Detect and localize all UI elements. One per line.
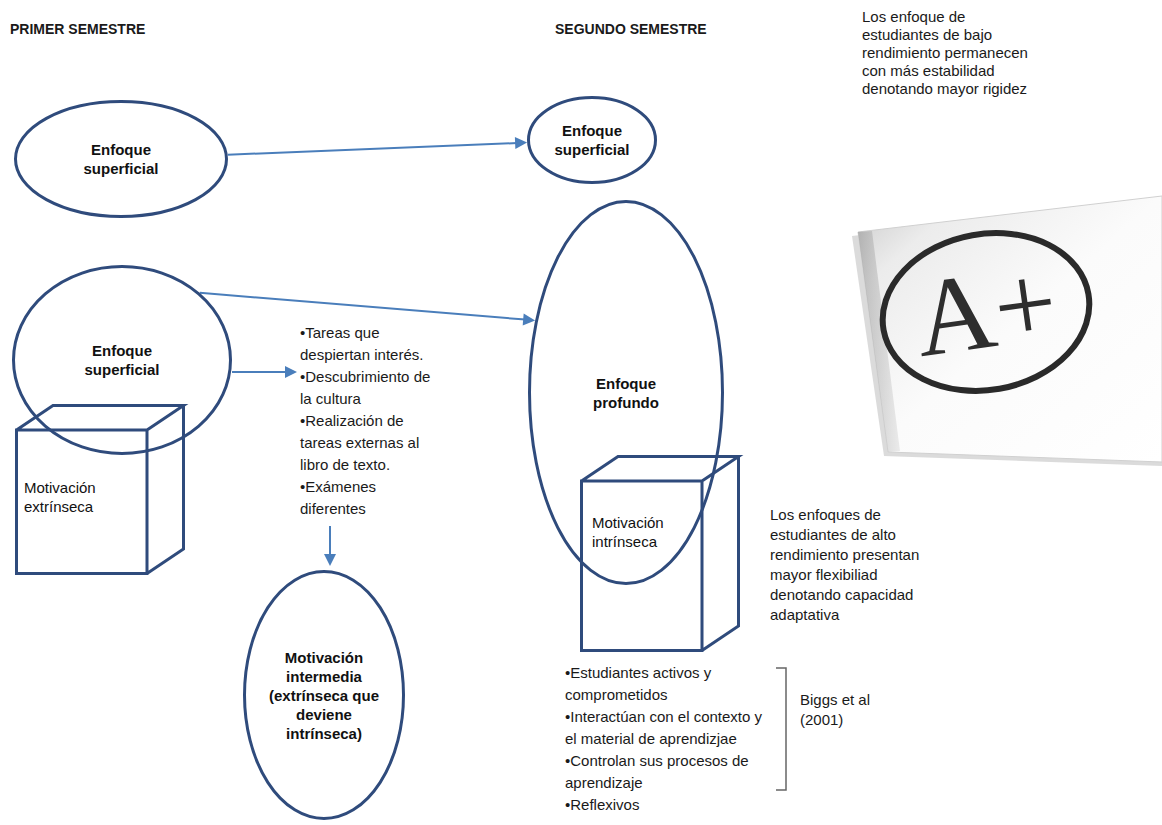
motivation-label: Motivación extrínseca bbox=[24, 478, 136, 516]
bullet-item: •Estudiantes activos y comprometidos bbox=[565, 662, 777, 706]
bullet-item: •Controlan sus procesos de aprendizaje bbox=[565, 750, 777, 794]
arrow-head bbox=[324, 554, 336, 566]
ellipse-outline bbox=[245, 572, 404, 819]
arrow-head bbox=[515, 137, 527, 149]
note-text: Los enfoques de estudiantes de alto rend… bbox=[770, 505, 935, 625]
approach-ellipse: Enfoque superficial bbox=[14, 100, 228, 218]
grade-mark: A+ bbox=[908, 246, 1063, 375]
connector-arrow bbox=[200, 293, 535, 326]
approach-label: Enfoque superficial bbox=[542, 121, 642, 159]
motivation-label: Motivación intrínseca bbox=[592, 513, 692, 551]
motivation-cube: Motivación intrínseca bbox=[580, 455, 740, 652]
flow-arrow bbox=[232, 371, 288, 373]
column-heading: SEGUNDO SEMESTRE bbox=[555, 20, 775, 38]
bullet-item: •Descubrimiento de la cultura bbox=[300, 366, 440, 410]
connector-arrow bbox=[228, 137, 527, 155]
arrow-head bbox=[285, 366, 297, 378]
bullet-item: •Reflexivos bbox=[565, 794, 777, 816]
shape-outline bbox=[527, 96, 657, 184]
approach-label: Motivación intermedia (extrínseca que de… bbox=[260, 648, 388, 743]
approach-label: Enfoque superficial bbox=[71, 140, 171, 178]
note-text: Los enfoque de estudiantes de bajo rendi… bbox=[862, 8, 1034, 98]
motivation-circle: Motivación intermedia (extrínseca que de… bbox=[243, 570, 405, 820]
bullet-item: •Tareas que despiertan interés. bbox=[300, 322, 440, 366]
bullet-item: •Exámenes diferentes bbox=[300, 476, 440, 520]
bullet-item: •Interactúan con el contexto y el materi… bbox=[565, 706, 777, 750]
approach-label: Enfoque superficial bbox=[72, 341, 172, 379]
connector-line bbox=[200, 293, 525, 320]
connector-line bbox=[228, 143, 517, 155]
shape-outline bbox=[12, 265, 232, 455]
cube-outline bbox=[17, 406, 184, 574]
approach-label: Enfoque profundo bbox=[576, 374, 676, 412]
grade-circle bbox=[870, 217, 1102, 407]
bullet-item: •Realización de tareas externas al libro… bbox=[300, 410, 440, 476]
ellipse-outline bbox=[14, 267, 231, 454]
arrow-head bbox=[523, 313, 535, 325]
bullet-list: •Tareas que despiertan interés.•Descubri… bbox=[300, 322, 440, 520]
flow-arrow bbox=[329, 526, 331, 556]
citation-text: Biggs et al (2001) bbox=[800, 690, 890, 730]
ellipse-outline bbox=[529, 98, 656, 183]
paper-edge bbox=[858, 231, 900, 452]
approach-ellipse: Enfoque superficial bbox=[527, 96, 657, 184]
ellipse-outline bbox=[530, 202, 723, 584]
motivation-cube: Motivación extrínseca bbox=[15, 404, 185, 575]
bullet-list: •Estudiantes activos y comprometidos•Int… bbox=[565, 662, 777, 816]
approach-ellipse: Enfoque superficial bbox=[12, 265, 232, 455]
cube-outline bbox=[582, 457, 739, 651]
column-heading: PRIMER SEMESTRE bbox=[10, 20, 230, 38]
graded-paper bbox=[858, 196, 1162, 462]
shape-outline bbox=[14, 100, 228, 218]
ellipse-outline bbox=[16, 102, 227, 217]
shape-outline bbox=[580, 455, 740, 652]
citation-bracket bbox=[776, 668, 786, 790]
